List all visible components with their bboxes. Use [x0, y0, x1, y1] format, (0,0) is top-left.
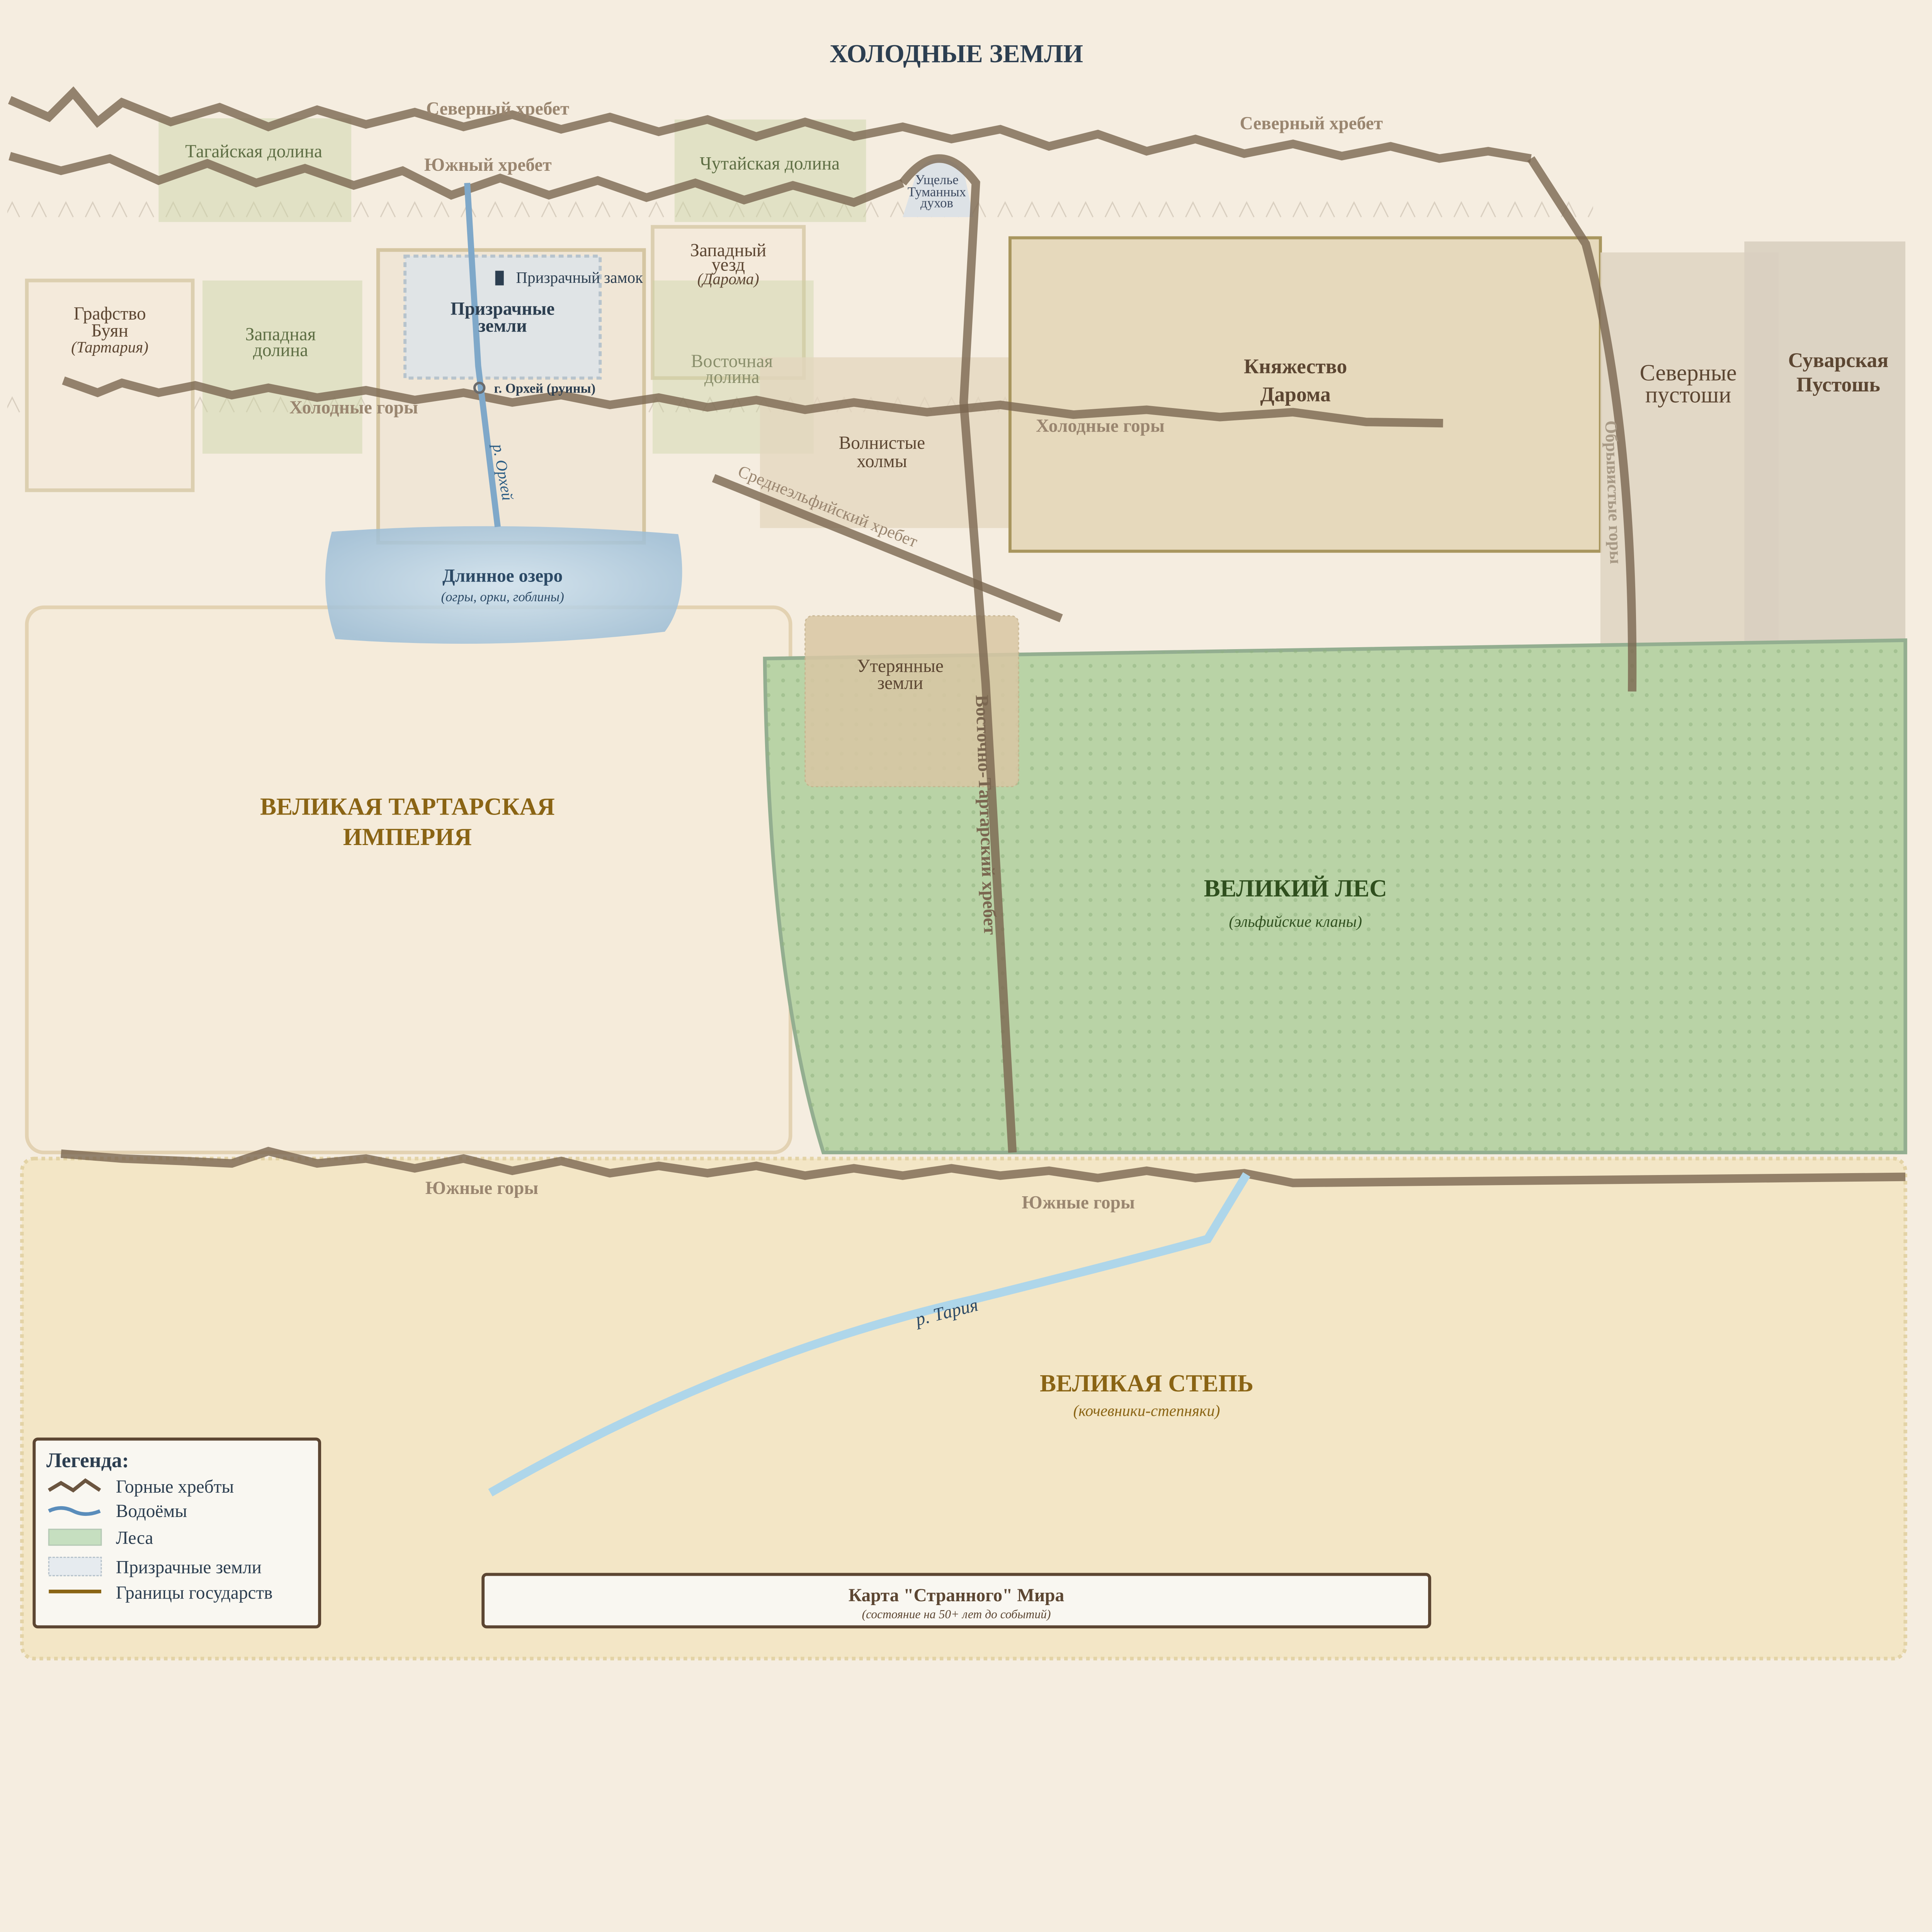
label-south-ridge: Южный хребет	[424, 155, 552, 175]
ridge-north[interactable]	[8, 86, 1532, 163]
label-steppe-sub: (кочевники-степняки)	[1073, 1401, 1220, 1419]
river-tariya[interactable]	[488, 1172, 1250, 1497]
legend-item: Леса	[116, 1528, 153, 1548]
ridge-cold-mountains[interactable]	[62, 376, 1443, 428]
gorge-area[interactable]	[903, 158, 974, 217]
region-great-steppe[interactable]	[20, 1156, 1907, 1661]
region-west-county[interactable]	[651, 225, 806, 380]
title-box-title: Карта "Странного" Мира	[849, 1585, 1064, 1605]
region-west-valley[interactable]	[202, 280, 362, 454]
castle-icon[interactable]	[495, 270, 504, 286]
ridge-east-tartar[interactable]	[899, 154, 1017, 1153]
legend-item: Границы государств	[116, 1583, 273, 1603]
legend-item: Призрачные земли	[116, 1557, 262, 1577]
label-forest: ВЕЛИКИЙ ЛЕС	[1204, 875, 1387, 902]
label-cold-mountains-1: Холодные горы	[289, 398, 418, 418]
label-tagai: Тагайская долина	[185, 141, 322, 162]
region-lost-lands[interactable]	[804, 615, 1019, 787]
mountain-legend-icon	[48, 1478, 101, 1493]
map-title: ХОЛОДНЫЕ ЗЕМЛИ	[830, 40, 1083, 68]
region-daroma[interactable]	[1008, 236, 1602, 553]
title-box-subtitle: (состояние на 50+ лет до событий)	[862, 1607, 1051, 1621]
ridge-south[interactable]	[9, 152, 905, 207]
label-north-ridge-2: Северный хребет	[1240, 114, 1383, 134]
lake-long[interactable]	[325, 526, 682, 644]
river-orkhei[interactable]	[464, 182, 501, 527]
label-forest-sub: (эльфийские кланы)	[1229, 913, 1362, 930]
map-title-box: Карта "Странного" Мира (состояние на 50+…	[481, 1573, 1431, 1629]
label-steppe: ВЕЛИКАЯ СТЕПЬ	[1040, 1370, 1253, 1397]
forest-dots	[765, 640, 1906, 1153]
legend: Легенда: Горные хребты Водоёмы Леса Приз…	[32, 1437, 321, 1629]
ridge-cliffs[interactable]	[1527, 156, 1637, 692]
city-ruins-icon[interactable]	[473, 381, 486, 394]
label-cold-mountains-2: Холодные горы	[1036, 416, 1165, 436]
label-chutai: Чутайская долина	[700, 154, 840, 174]
water-legend-icon	[48, 1506, 101, 1516]
world-map: ХОЛОДНЫЕ ЗЕМЛИ Северный хребет Северный …	[7, 39, 1907, 1661]
legend-item: Водоёмы	[116, 1501, 187, 1521]
label-north-ridge-1: Северный хребет	[426, 99, 569, 119]
label-lake-sub: (огры, орки, гоблины)	[441, 589, 564, 604]
label-orkhei-city: г. Орхей (руины)	[494, 381, 596, 396]
label-ghost-castle: Призрачный замок	[516, 269, 643, 286]
legend-item: Горные хребты	[116, 1477, 234, 1497]
label-south-mountains-2: Южные горы	[1022, 1193, 1135, 1213]
forest-legend-icon	[48, 1529, 102, 1546]
ghost-legend-icon	[48, 1556, 102, 1577]
label-south-mountains-1: Южные горы	[425, 1178, 539, 1198]
region-tartar-empire[interactable]	[25, 605, 793, 1155]
ridge-mid-elf[interactable]	[712, 474, 1063, 622]
label-lake: Длинное озеро	[442, 566, 563, 586]
ridge-south-mountains[interactable]	[60, 1146, 1906, 1187]
legend-title: Легенда:	[46, 1449, 129, 1472]
